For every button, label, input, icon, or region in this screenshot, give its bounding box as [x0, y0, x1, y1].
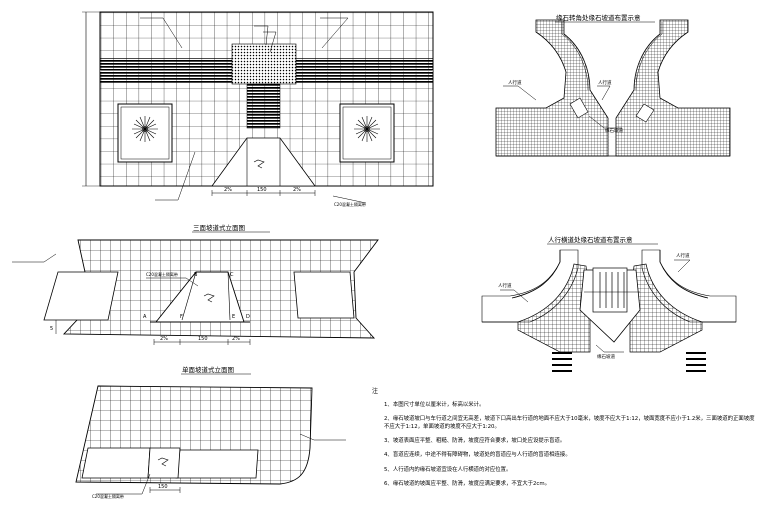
three-sided-ramp: 三面坡道式立面图 A B C D E F 5 2% 150 2%: [12, 223, 379, 345]
point-d-label: D: [246, 314, 250, 320]
crossing-stripes-right: [686, 352, 706, 372]
point-a-label: A: [143, 314, 147, 320]
three-sided-dims: [153, 339, 251, 345]
single-slope-ramp: 单面坡道式立面图 150 C20混凝土隔离带: [75, 365, 346, 499]
crossing-detail: 人行横道处缘石坡道布置示意: [481, 235, 737, 372]
corner-detail-title: 缘石转角处缘石坡道布置示意: [556, 13, 641, 22]
corner-ramp-right: [635, 103, 655, 123]
single-slope-area-left: [81, 447, 151, 479]
single-slope-area-right: [175, 449, 259, 479]
point-c-label: C: [230, 272, 234, 278]
three-sided-right-area: [293, 271, 355, 319]
three-sided-leaders: [12, 253, 199, 287]
plan-dim-center: 150: [257, 187, 267, 193]
corner-label-left: 人行道: [508, 79, 522, 86]
note-item-5: 5、人行道内的缘石坡道宜设在人行横道的对应位置。: [384, 466, 512, 473]
single-slope-leaders: [96, 433, 346, 495]
crossing-mesh-left: [517, 263, 591, 353]
note-item-6: 6、缘石坡道的坡面应平整、防滑，坡度应满足要求，不宜大于2cm。: [384, 480, 551, 487]
tree-symbol-icon: [354, 116, 380, 142]
three-sided-dim-left: 2%: [160, 336, 168, 342]
corner-ramp-left: [569, 97, 589, 119]
three-sided-dim-center: 150: [198, 336, 208, 342]
point-e-label: E: [232, 314, 235, 320]
point-b-label: B: [194, 272, 198, 278]
three-sided-height-label: 5: [50, 326, 53, 332]
tree-symbol-icon: [132, 116, 158, 142]
plan-callout-bottom-right: C20混凝土隔离带: [334, 201, 366, 207]
design-notes: 注 1、本图尺寸单位以厘米计，标高以米计。 2、缘石坡道坡口与车行道之间宜无高差…: [372, 388, 756, 495]
single-slope-dim-label: 150: [158, 484, 168, 490]
warning-paving-block: [231, 43, 297, 85]
three-sided-title: 三面坡道式立面图: [193, 223, 245, 232]
tree-pit-left: [117, 103, 173, 163]
corner-detail: 缘石转角处缘石坡道布置示意 人行道 人行道 缘石坡道: [495, 13, 731, 157]
plan-view: 2% 150 2% C20混凝土隔离带: [82, 11, 434, 207]
single-slope-title: 单面坡道式立面图: [182, 365, 234, 374]
crossing-mesh-right: [629, 263, 703, 353]
corner-label-ramp: 缘石坡道: [605, 127, 623, 134]
point-f-label: F: [180, 314, 183, 320]
corner-label-center: 人行道: [598, 79, 612, 86]
single-slope-ramp-body: [147, 447, 181, 479]
crossing-leader-lines: [500, 259, 691, 353]
three-sided-dim-right: 2%: [232, 336, 240, 342]
crossing-detail-title: 人行横道处缘石坡道布置示意: [548, 235, 633, 244]
crossing-central-ramp: [579, 267, 641, 343]
tree-pit-right: [339, 103, 395, 163]
note-item-2: 2、缘石坡道坡口与车行道之间宜无高差，坡道下口高出车行道的地面不应大于10毫米，…: [384, 416, 755, 430]
crossing-label-ramp: 缘石坡道: [597, 353, 615, 360]
crossing-label-left: 人行道: [498, 282, 512, 289]
corner-sidewalk-right: [615, 19, 731, 157]
plan-ramp-dims: [211, 190, 316, 196]
single-slope-concrete-label: C20混凝土隔离带: [92, 493, 124, 499]
note-item-4: 4、盲道应连续，中途不得有障碍物，坡道处的盲道应与人行道的盲道相连接。: [384, 452, 571, 459]
corner-sidewalk-left: [495, 19, 609, 157]
plan-dim-right: 2%: [293, 187, 301, 193]
plan-curb-ramp: [211, 137, 316, 187]
plan-leader-lines: [140, 17, 367, 204]
notes-title: 注: [372, 388, 379, 395]
three-sided-left-area: [43, 271, 119, 321]
three-sided-concrete-label: C20混凝土隔离带: [146, 271, 178, 277]
corner-leader-lines: [503, 85, 622, 129]
note-item-3: 3、坡道表面应平整、粗糙、防滑，坡度应符合要求，坡口处应设提示盲道。: [384, 437, 566, 444]
crossing-stripes-left: [552, 352, 572, 372]
plan-dim-left: 2%: [224, 187, 232, 193]
crossing-label-right: 人行道: [676, 252, 690, 259]
guide-paving-strip: [246, 83, 281, 129]
three-sided-ramp-body: [150, 271, 250, 323]
note-item-1: 1、本图尺寸单位以厘米计，标高以米计。: [384, 402, 485, 409]
single-slope-dim: [149, 487, 181, 493]
